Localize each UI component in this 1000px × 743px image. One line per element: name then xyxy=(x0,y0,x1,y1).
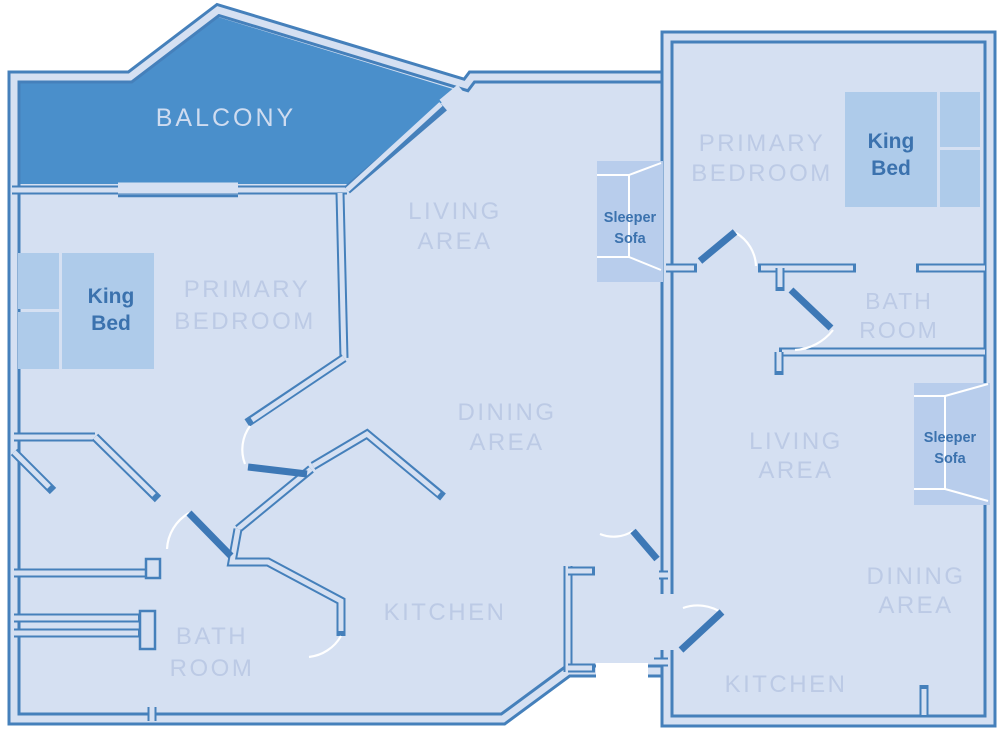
door-leaves xyxy=(186,229,834,653)
room-label-primary-bedroom: BEDROOM xyxy=(691,160,833,187)
room-label-primary-bedroom: PRIMARY xyxy=(184,276,310,303)
room-label-living: LIVING xyxy=(749,428,843,455)
right-unit-interior-walls xyxy=(666,263,985,715)
closet-wall-cap xyxy=(138,609,157,651)
closet-wall-cap xyxy=(144,557,162,580)
pillow xyxy=(18,312,59,369)
sleeper-sofa-label: Sofa xyxy=(934,451,966,467)
king-bed-label: King xyxy=(868,130,915,153)
sleeper-sofa-label: Sleeper xyxy=(924,430,977,446)
sleeper-sofa-label: Sleeper xyxy=(604,210,657,226)
pillow xyxy=(940,150,980,207)
room-label-kitchen: KITCHEN xyxy=(725,671,848,698)
hall-door-arc xyxy=(599,530,634,538)
left-sleeper-sofa: Sleeper Sofa xyxy=(597,161,663,282)
balcony-deck xyxy=(19,17,456,184)
right-unit-room-labels: PRIMARY BEDROOM BATH ROOM LIVING AREA DI… xyxy=(691,130,966,698)
sleeper-sofa-label: Sofa xyxy=(614,231,646,247)
king-bed-label: Bed xyxy=(91,312,131,335)
room-label-living: AREA xyxy=(417,228,492,255)
left-bath-door xyxy=(186,510,234,559)
mattress xyxy=(62,253,154,369)
room-label-primary-bedroom: PRIMARY xyxy=(699,130,825,157)
pillow xyxy=(18,253,59,309)
bedroom-door-arc xyxy=(241,425,251,465)
right-entry-door xyxy=(678,609,725,653)
room-label-bathroom: BATH xyxy=(865,288,933,314)
right-king-bed: King Bed xyxy=(845,92,980,207)
room-label-primary-bedroom: BEDROOM xyxy=(174,308,316,335)
right-bedroom-door xyxy=(697,229,738,264)
left-king-bed: King Bed xyxy=(18,253,154,369)
sofa-body xyxy=(914,383,990,505)
kitchen-hall-door xyxy=(630,528,660,562)
room-label-dining: AREA xyxy=(878,592,953,619)
kitchen-hall-door-arc xyxy=(308,635,342,659)
right-bath-door-arc xyxy=(794,329,834,352)
sofa-fold-lines xyxy=(597,162,662,271)
sofa-fold-lines xyxy=(914,383,989,502)
room-label-balcony: BALCONY xyxy=(156,104,296,132)
left-unit-room-labels: BALCONY LIVING AREA PRIMARY BEDROOM DINI… xyxy=(156,104,557,682)
room-label-dining: AREA xyxy=(469,429,544,456)
right-bath-door xyxy=(788,287,834,331)
king-bed-label: Bed xyxy=(871,157,911,180)
room-label-kitchen: KITCHEN xyxy=(384,599,507,626)
shared-wall-door-opening xyxy=(659,594,675,650)
entry-hall-opening xyxy=(596,663,648,682)
pillow xyxy=(940,92,980,147)
right-unit-boundary-wall xyxy=(660,30,997,728)
room-label-dining: DINING xyxy=(867,563,966,590)
room-label-living: LIVING xyxy=(408,198,502,225)
room-label-bathroom: BATH xyxy=(176,623,248,650)
room-label-living: AREA xyxy=(758,457,833,484)
door-swing-arcs xyxy=(165,232,834,659)
room-label-bathroom: ROOM xyxy=(859,317,939,343)
right-unit-floor xyxy=(667,37,990,721)
bedroom-sliding-door xyxy=(247,463,308,478)
mattress xyxy=(845,92,937,207)
balcony-door-opening xyxy=(439,84,465,109)
room-label-bathroom: ROOM xyxy=(170,655,255,682)
right-sleeper-sofa: Sleeper Sofa xyxy=(914,383,990,505)
room-label-dining: DINING xyxy=(458,399,557,426)
left-bath-door-arc xyxy=(165,512,190,550)
right-bedroom-door-arc xyxy=(735,232,758,267)
king-bed-label: King xyxy=(88,285,135,308)
